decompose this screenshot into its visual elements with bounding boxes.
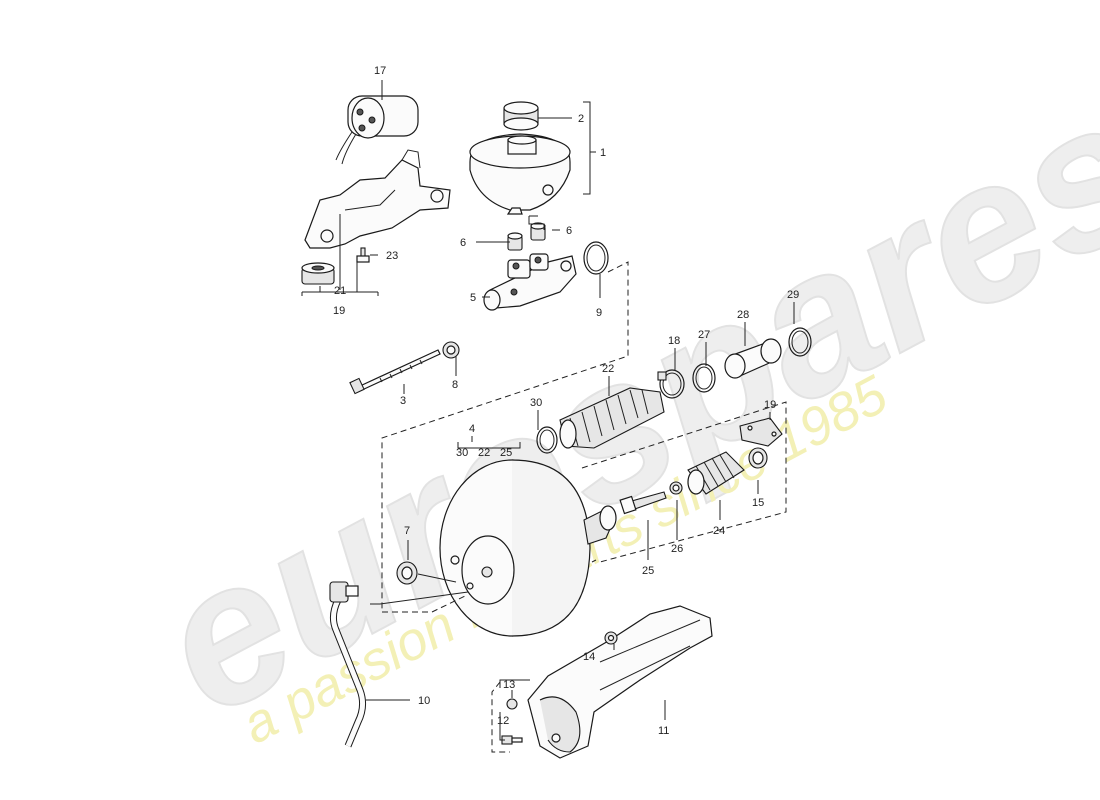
label-part-19-bracket: 19 [333, 305, 345, 317]
part-17-connector [335, 95, 419, 165]
label-sub-30: 30 [456, 447, 468, 459]
part-14-nut [604, 631, 618, 645]
label-part-7: 7 [404, 525, 410, 537]
part-5-master-cylinder [483, 253, 577, 311]
part-3-bolt [349, 349, 441, 395]
part-6-grommet-left [507, 232, 523, 251]
label-part-21: 21 [334, 285, 346, 297]
part-9-o-ring [583, 241, 609, 275]
label-part-8: 8 [452, 379, 458, 391]
label-part-24: 24 [713, 525, 725, 537]
label-part-18: 18 [668, 335, 680, 347]
label-part-9: 9 [596, 307, 602, 319]
label-part-11: 11 [658, 725, 669, 737]
part-13-nut [506, 698, 518, 710]
dashed-group-lines [381, 261, 787, 753]
part-1-reservoir [469, 133, 571, 215]
label-part-15: 15 [752, 497, 764, 509]
label-part-6-left: 6 [460, 237, 466, 249]
label-part-17: 17 [374, 65, 386, 77]
label-part-6-right: 6 [566, 225, 572, 237]
part-19-seal-plate [739, 417, 783, 447]
label-part-13: 13 [503, 679, 515, 691]
leader-lines [301, 80, 795, 741]
label-part-25: 25 [642, 565, 654, 577]
part-2-reservoir-cap [503, 101, 539, 131]
part-22-bellows [559, 387, 665, 449]
part-labels: 17 2 1 6 6 23 21 19 5 9 29 28 27 18 22 8… [333, 65, 799, 737]
label-part-2: 2 [578, 113, 584, 125]
part-10-vacuum-hose [329, 581, 367, 748]
label-part-30-main: 30 [530, 397, 542, 409]
label-part-3: 3 [400, 395, 406, 407]
part-8-nut [442, 341, 460, 359]
part-25-push-rod [619, 491, 667, 515]
part-24-boot [687, 451, 745, 495]
label-part-4: 4 [469, 423, 475, 435]
label-sub-25: 25 [500, 447, 512, 459]
part-6-grommet-right [530, 222, 546, 241]
label-part-14: 14 [583, 651, 595, 663]
part-27-ring [692, 363, 716, 393]
label-sub-22: 22 [478, 447, 490, 459]
part-4-brake-booster [439, 459, 617, 637]
part-18-clamp [657, 369, 685, 399]
label-part-28: 28 [737, 309, 749, 321]
label-part-1: 1 [600, 147, 606, 159]
label-part-19-plate: 19 [764, 399, 776, 411]
label-part-29: 29 [787, 289, 799, 301]
label-part-12: 12 [497, 715, 509, 727]
part-29-ring [788, 327, 812, 357]
part-28-sleeve [724, 338, 782, 379]
part-15-grommet [748, 447, 768, 469]
part-30-clamp [536, 426, 558, 454]
label-part-26: 26 [671, 543, 683, 555]
part-19-bracket [304, 149, 451, 249]
part-7-grommet [396, 561, 418, 585]
part-21-rubber-mount [301, 262, 335, 285]
label-part-10: 10 [418, 695, 430, 707]
label-part-5: 5 [470, 292, 476, 304]
part-26-nut [669, 481, 683, 495]
part-23-screw [356, 247, 370, 263]
label-part-22-main: 22 [602, 363, 614, 375]
label-part-23: 23 [386, 250, 398, 262]
label-part-27: 27 [698, 329, 710, 341]
part-11-pedal-bracket [527, 605, 713, 759]
